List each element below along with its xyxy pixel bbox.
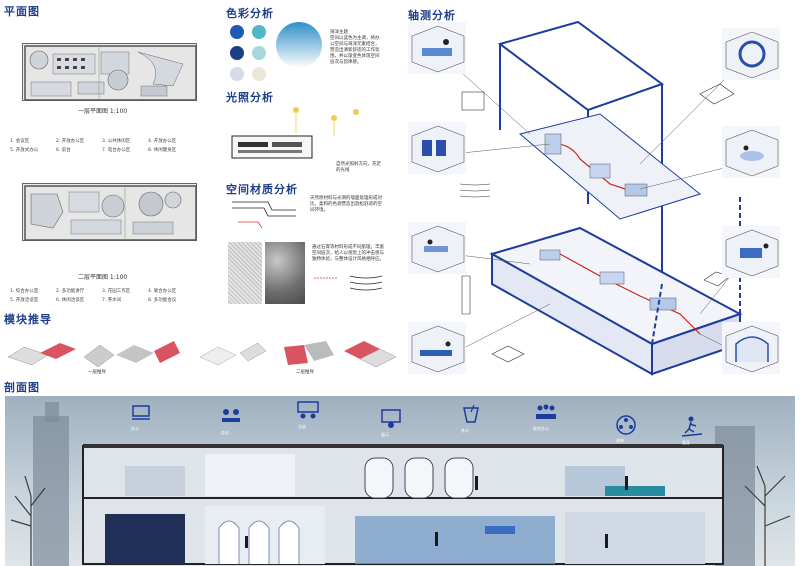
legend-item: 4. 开放办公区 [148, 139, 177, 144]
axon-view-round-room [722, 28, 780, 80]
lighting-analysis-title: 光照分析 [226, 91, 274, 104]
first-floor-legend: 1. 会议区 2. 开放办公区 3. 公共休闲区 4. 开放办公区 5. 开放式… [10, 138, 194, 153]
icon-label: 展示 [381, 432, 389, 437]
presentation-icon [378, 408, 404, 430]
icon-label: 茶水 [461, 428, 469, 433]
icon-label: 洽谈 [298, 424, 306, 429]
color-gradient-circle [276, 22, 322, 68]
office-icon [128, 402, 154, 424]
legend-item: 6. 前台 [56, 148, 71, 153]
legend-item: 7. 茶水间 [102, 298, 122, 303]
legend-item: 6. 休闲洽谈区 [56, 298, 85, 303]
color-swatch [230, 46, 244, 60]
legend-item: 5. 开放式办公 [10, 148, 39, 153]
meeting-icon [218, 406, 244, 428]
color-note-body: 空间以蓝色为主调，将办公空间与海洋元素结合，营造出清新舒适的工作氛围，并以渐变色… [330, 36, 380, 65]
sun-icon [293, 107, 299, 113]
floor-plan-title: 平面图 [4, 5, 40, 18]
color-analysis-title: 色彩分析 [226, 7, 274, 20]
color-swatch [230, 67, 244, 81]
color-swatch [230, 25, 244, 39]
color-swatch [252, 67, 266, 81]
lighting-note: 自然光照射方向，充足的光线 [336, 162, 381, 173]
color-note-title: 海洋主题 [330, 30, 348, 35]
legend-item: 2. 多功能讲厅 [56, 289, 85, 294]
icon-label: 办公 [131, 426, 139, 431]
drink-icon [458, 404, 484, 426]
material-section-lines [314, 275, 383, 291]
section-title: 剖面图 [4, 381, 40, 394]
icon-label: 联合办公 [533, 426, 549, 431]
axon-view-discussion [722, 126, 780, 178]
lighting-diagram [231, 107, 359, 159]
section-drawing: 办公 会议 洽谈 展示 茶水 联合办公 放映 健身 [5, 396, 795, 566]
second-floor-legend: 1. 综合办公室 2. 多功能讲厅 3. 花园工作区 4. 联合办公区 5. 开… [10, 288, 194, 303]
axon-view-workstation [722, 226, 780, 278]
material-note-2: 通过石膏等材料形成不同肌理，丰富空间层次，给人以视觉上的冲击感与独特体验，与整体… [312, 245, 384, 262]
axonometric-drawing [451, 20, 743, 376]
axonometric-analysis-title: 轴测分析 [408, 9, 456, 22]
plaster-texture-sample [228, 242, 262, 304]
legend-item: 2. 开放办公区 [56, 139, 85, 144]
material-detail-drawing [232, 201, 296, 229]
legend-item: 5. 开放洽谈室 [10, 298, 39, 303]
sun-icon [353, 109, 359, 115]
module-label-2: 二层推导 [296, 370, 314, 375]
legend-item: 1. 综合办公室 [10, 289, 39, 294]
legend-item: 1. 会议区 [10, 139, 30, 144]
legend-item: 4. 联合办公区 [148, 289, 177, 294]
material-analysis-title: 空间材质分析 [226, 183, 298, 196]
color-note: 海洋主题 空间以蓝色为主调，将办公空间与海洋元素结合，营造出清新舒适的工作氛围，… [330, 30, 382, 66]
icon-label: 健身 [682, 440, 690, 445]
section-background [10, 402, 791, 566]
second-floor-caption: 二层平面图 1:100 [78, 274, 128, 281]
stone-texture-sample [265, 242, 305, 304]
material-note-1: 天然原材料与光滑的墙面处理形成对比，柔和的色调营造出放松舒适的空间环境。 [310, 196, 382, 213]
first-floor-plan-drawing [24, 45, 197, 101]
module-derivation-diagram [7, 341, 397, 368]
legend-item: 8. 休闲健身区 [148, 148, 177, 153]
icon-label: 会议 [221, 430, 229, 435]
module-derivation-title: 模块推导 [4, 313, 52, 326]
legend-item: 3. 花园工作区 [102, 289, 131, 294]
axon-view-meeting [408, 122, 466, 174]
sun-icon [331, 115, 337, 121]
film-icon [613, 414, 639, 436]
legend-item: 3. 公共休闲区 [102, 139, 131, 144]
color-swatch [252, 25, 266, 39]
axon-view-office [408, 222, 466, 274]
color-swatch [252, 46, 266, 60]
first-floor-plan [22, 43, 197, 101]
first-floor-caption: 一层平面图 1:100 [78, 108, 128, 115]
axon-view-lounge [408, 322, 466, 374]
treadmill-icon [679, 416, 705, 438]
axon-view-reception [408, 22, 466, 74]
discussion-icon [295, 400, 321, 422]
legend-item: 7. 电台办公区 [102, 148, 131, 153]
second-floor-plan [22, 183, 197, 241]
module-label-1: 一层推导 [88, 370, 106, 375]
axonometric-roof-outline [497, 20, 665, 112]
second-floor-plan-drawing [24, 185, 197, 241]
group-icon [533, 402, 559, 424]
icon-label: 放映 [616, 438, 624, 443]
legend-item: 8. 多功能会议 [148, 298, 177, 303]
axon-view-pod [722, 322, 780, 374]
